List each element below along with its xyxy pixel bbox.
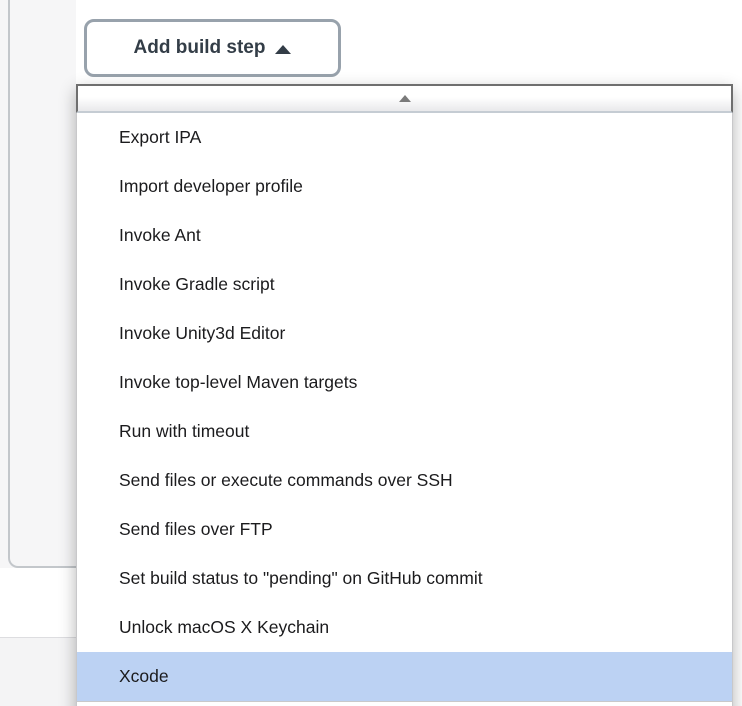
add-build-step-button[interactable]: Add build step <box>84 19 341 77</box>
menu-item-selected[interactable]: Xcode <box>77 652 732 701</box>
menu-item[interactable]: Export IPA <box>119 127 202 147</box>
menu-item[interactable]: Invoke Ant <box>119 225 201 245</box>
menu-item[interactable]: Set build status to "pending" on GitHub … <box>119 568 483 588</box>
menu-item[interactable]: Invoke Gradle script <box>119 274 275 294</box>
menu-item[interactable]: Send files over FTP <box>119 519 273 539</box>
chevron-up-icon <box>275 44 292 54</box>
menu-item[interactable]: Import developer profile <box>119 176 303 196</box>
menu-item[interactable]: Unlock macOS X Keychain <box>119 617 330 637</box>
menu-item[interactable]: Invoke Unity3d Editor <box>119 323 286 343</box>
scroll-up-icon <box>398 95 411 102</box>
add-build-step-label: Add build step <box>133 37 266 58</box>
dropdown-scroll-down[interactable] <box>76 701 733 706</box>
left-panel-background <box>0 0 76 568</box>
dropdown-scroll-up[interactable] <box>76 84 733 113</box>
section-divider-zone <box>0 637 76 706</box>
menu-item[interactable]: Invoke top-level Maven targets <box>119 372 358 392</box>
menu-item[interactable]: Send files or execute commands over SSH <box>119 470 453 490</box>
menu-item[interactable]: Run with timeout <box>119 421 250 441</box>
panel-border <box>8 0 78 568</box>
